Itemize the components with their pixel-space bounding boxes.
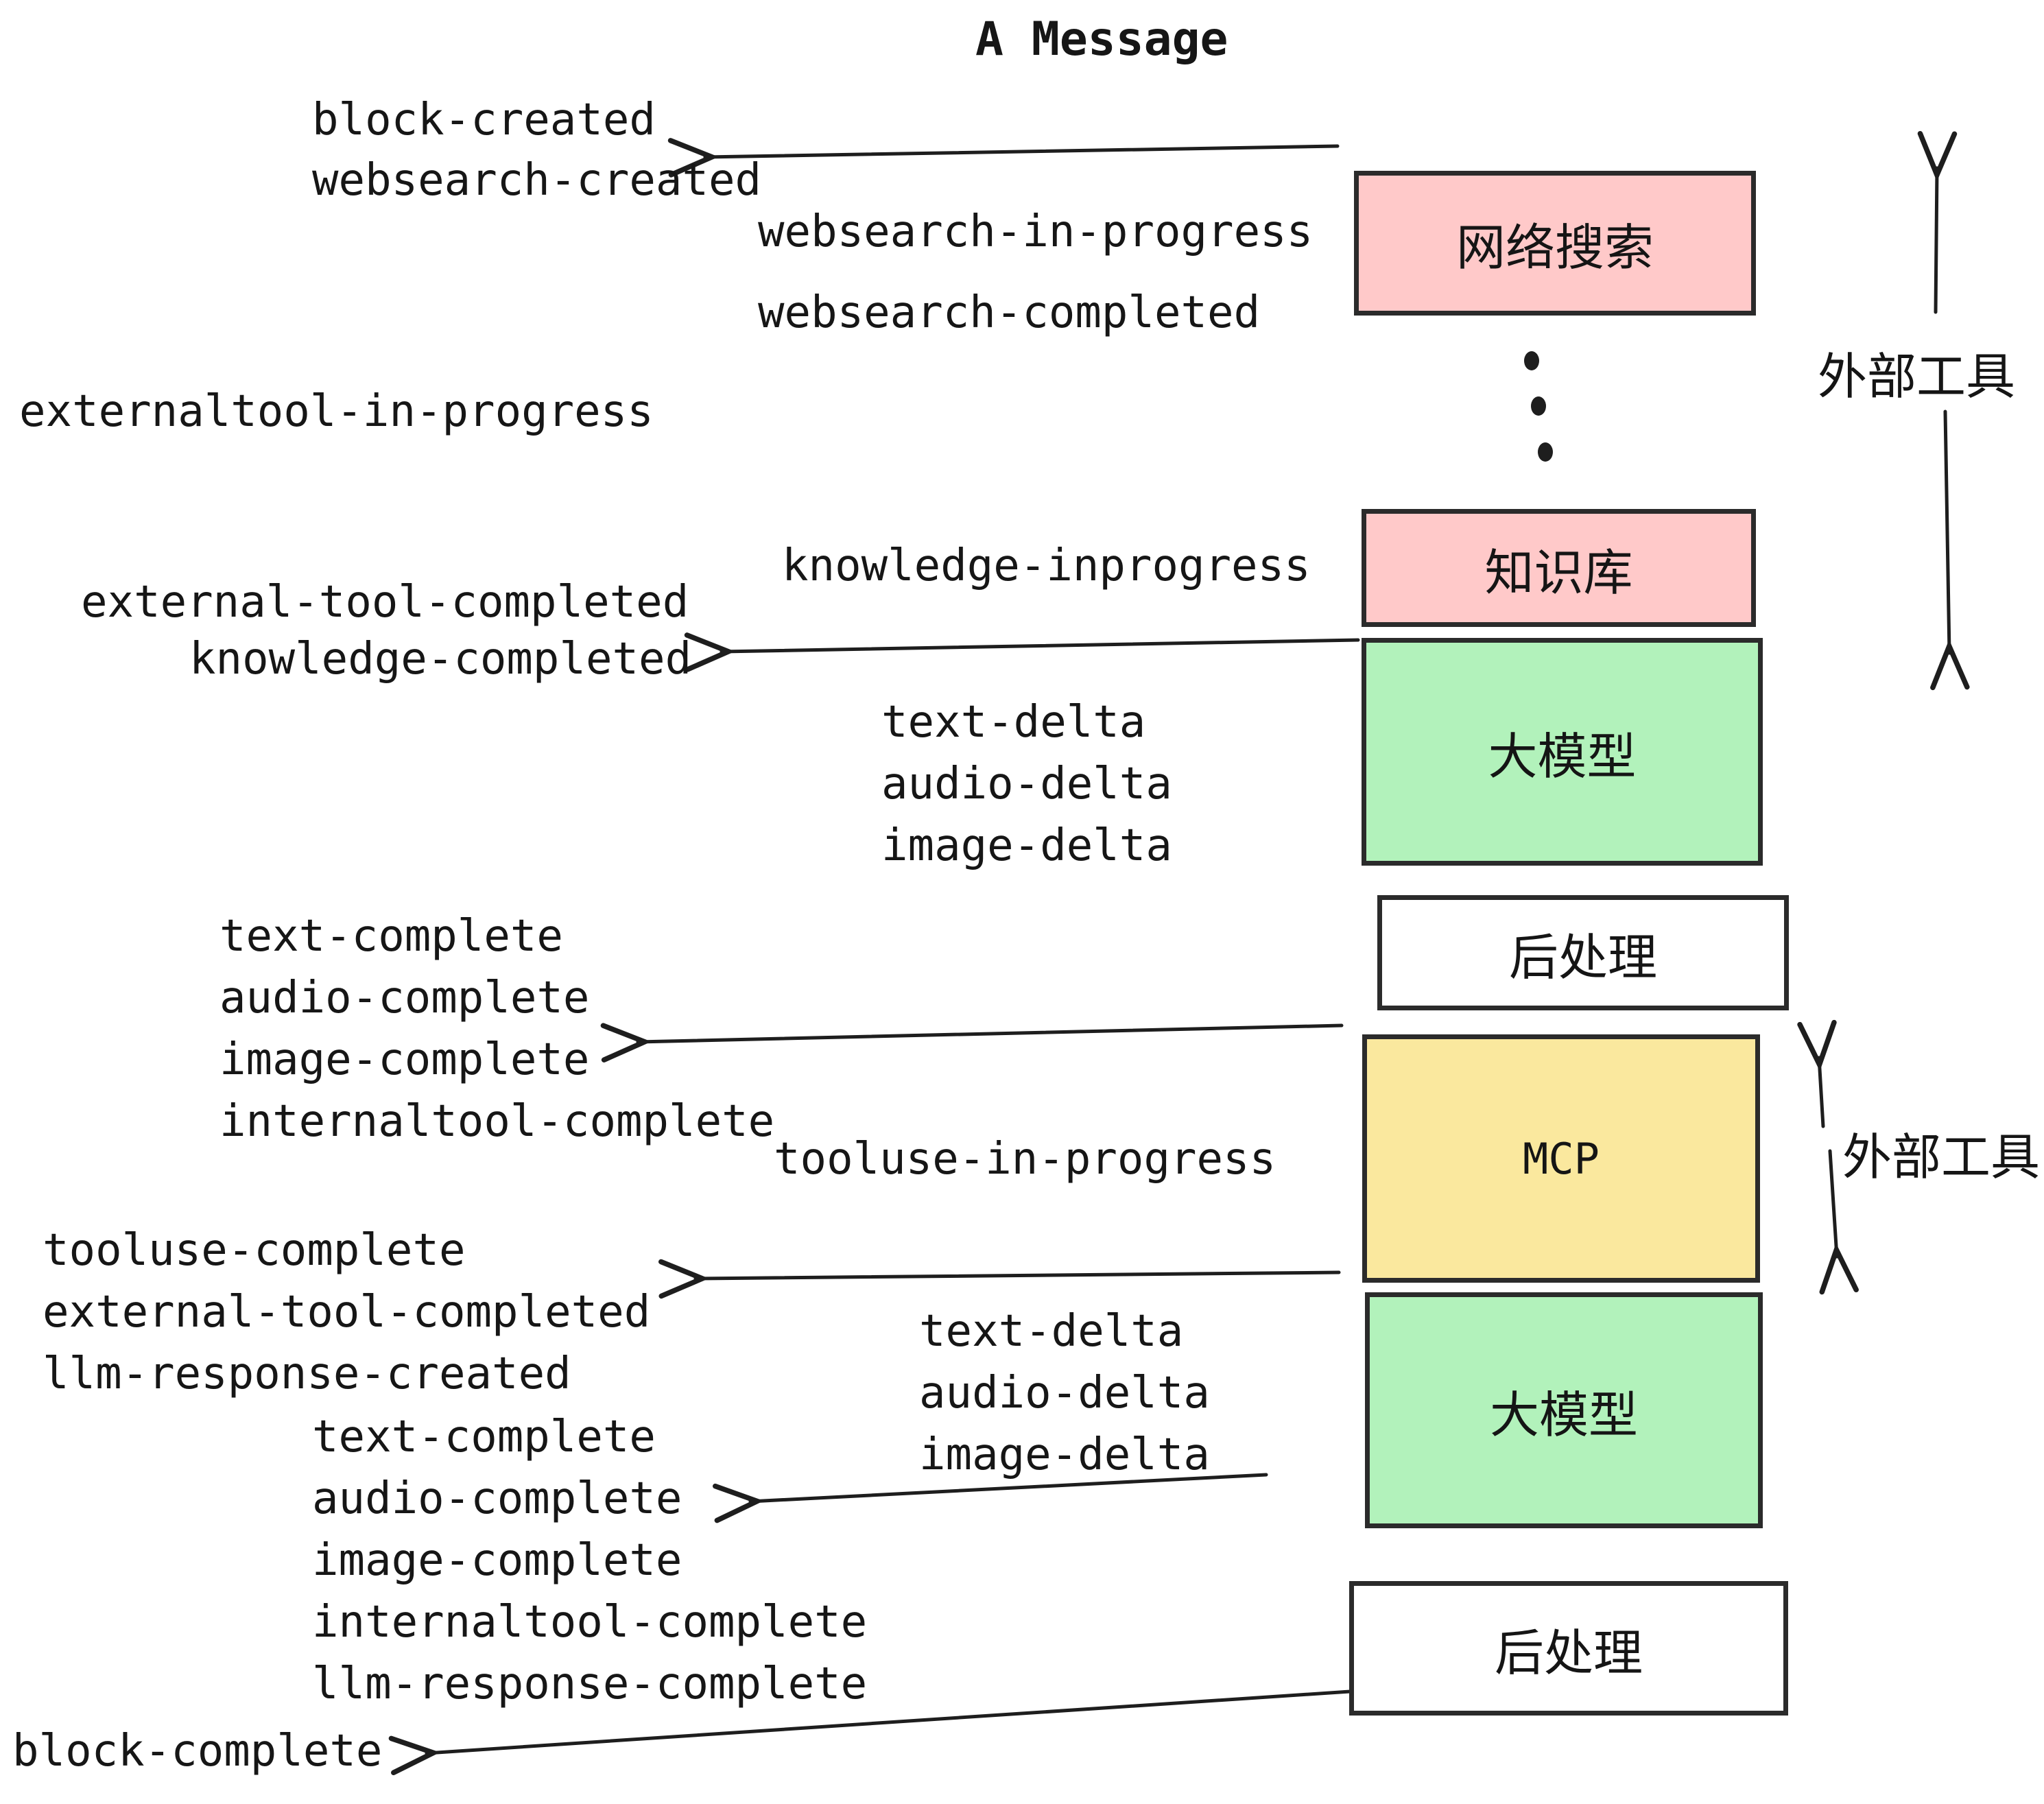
box-mcp-label: MCP bbox=[1523, 1133, 1600, 1184]
event-label-llm-response-complete: llm-response-complete bbox=[312, 1659, 868, 1709]
arrow-image-complete bbox=[638, 1025, 1344, 1042]
external-tools-label-mcp: 外部工具 bbox=[1842, 1130, 2041, 1185]
ellipsis-dot bbox=[1538, 442, 1553, 462]
event-label-text-complete-2: text-complete bbox=[312, 1412, 656, 1462]
event-label-image-complete-1: image-complete bbox=[219, 1034, 590, 1085]
box-llm-1-label: 大模型 bbox=[1488, 729, 1637, 785]
box-postprocess-2: 后处理 bbox=[1349, 1581, 1788, 1716]
event-label-websearch-in-progress: websearch-in-progress bbox=[758, 206, 1314, 257]
event-label-image-complete-2: image-complete bbox=[312, 1535, 682, 1586]
event-label-websearch-created: websearch-created bbox=[312, 155, 762, 206]
arrow-tooluse-complete bbox=[696, 1272, 1341, 1279]
ellipsis-dot bbox=[1524, 351, 1539, 370]
box-websearch-label: 网络搜索 bbox=[1455, 221, 1654, 276]
box-postprocess-2-label: 后处理 bbox=[1494, 1626, 1643, 1681]
arrow-external-tool-up-2 bbox=[1819, 1058, 1823, 1128]
event-label-audio-complete-2: audio-complete bbox=[312, 1473, 682, 1524]
arrow-external-tool-down-1 bbox=[1945, 410, 1949, 653]
box-websearch: 网络搜索 bbox=[1354, 171, 1756, 316]
ellipsis-dot bbox=[1531, 396, 1546, 416]
event-label-audio-delta-2: audio-delta bbox=[919, 1368, 1210, 1419]
event-label-llm-response-created: llm-response-created bbox=[43, 1349, 571, 1399]
event-label-external-tool-completed-2: external-tool-completed bbox=[43, 1287, 651, 1338]
arrow-external-tool-down-2 bbox=[1830, 1149, 1837, 1257]
event-label-text-delta-1: text-delta bbox=[881, 697, 1146, 748]
event-label-image-delta-1: image-delta bbox=[881, 820, 1172, 871]
diagram-title: A Message bbox=[975, 12, 1228, 67]
arrow-external-tool-up-1 bbox=[1936, 168, 1937, 314]
box-mcp: MCP bbox=[1362, 1034, 1760, 1283]
arrow-websearch-created bbox=[705, 146, 1340, 157]
event-label-external-tool-completed-1: external-tool-completed bbox=[81, 577, 689, 628]
event-label-externaltool-in-progress: externaltool-in-progress bbox=[19, 386, 654, 437]
event-label-image-delta-2: image-delta bbox=[919, 1429, 1210, 1480]
box-knowledge: 知识库 bbox=[1362, 509, 1756, 627]
event-label-block-created: block-created bbox=[312, 95, 656, 145]
box-knowledge-label: 知识库 bbox=[1484, 545, 1633, 601]
event-label-internaltool-complete-2: internaltool-complete bbox=[312, 1597, 868, 1648]
event-label-text-delta-2: text-delta bbox=[919, 1306, 1184, 1357]
box-llm-1: 大模型 bbox=[1362, 638, 1763, 866]
event-label-audio-complete-1: audio-complete bbox=[219, 973, 590, 1023]
event-label-audio-delta-1: audio-delta bbox=[881, 759, 1172, 809]
event-label-text-complete-1: text-complete bbox=[219, 911, 563, 962]
box-postprocess-1-label: 后处理 bbox=[1508, 930, 1657, 986]
box-llm-2-label: 大模型 bbox=[1489, 1388, 1638, 1443]
event-label-block-complete: block-complete bbox=[12, 1726, 383, 1777]
event-label-websearch-completed: websearch-completed bbox=[758, 287, 1261, 338]
box-postprocess-1: 后处理 bbox=[1377, 895, 1789, 1010]
event-label-knowledge-completed: knowledge-completed bbox=[189, 634, 692, 685]
event-label-knowledge-inprogress: knowledge-inprogress bbox=[782, 541, 1311, 591]
event-label-tooluse-in-progress: tooluse-in-progress bbox=[774, 1134, 1276, 1185]
external-tools-label-top: 外部工具 bbox=[1818, 350, 2016, 405]
event-label-internaltool-complete-1: internaltool-complete bbox=[219, 1096, 775, 1147]
arrow-knowledge-completed bbox=[722, 640, 1360, 652]
event-label-tooluse-complete: tooluse-complete bbox=[43, 1225, 466, 1276]
box-llm-2: 大模型 bbox=[1365, 1292, 1763, 1528]
